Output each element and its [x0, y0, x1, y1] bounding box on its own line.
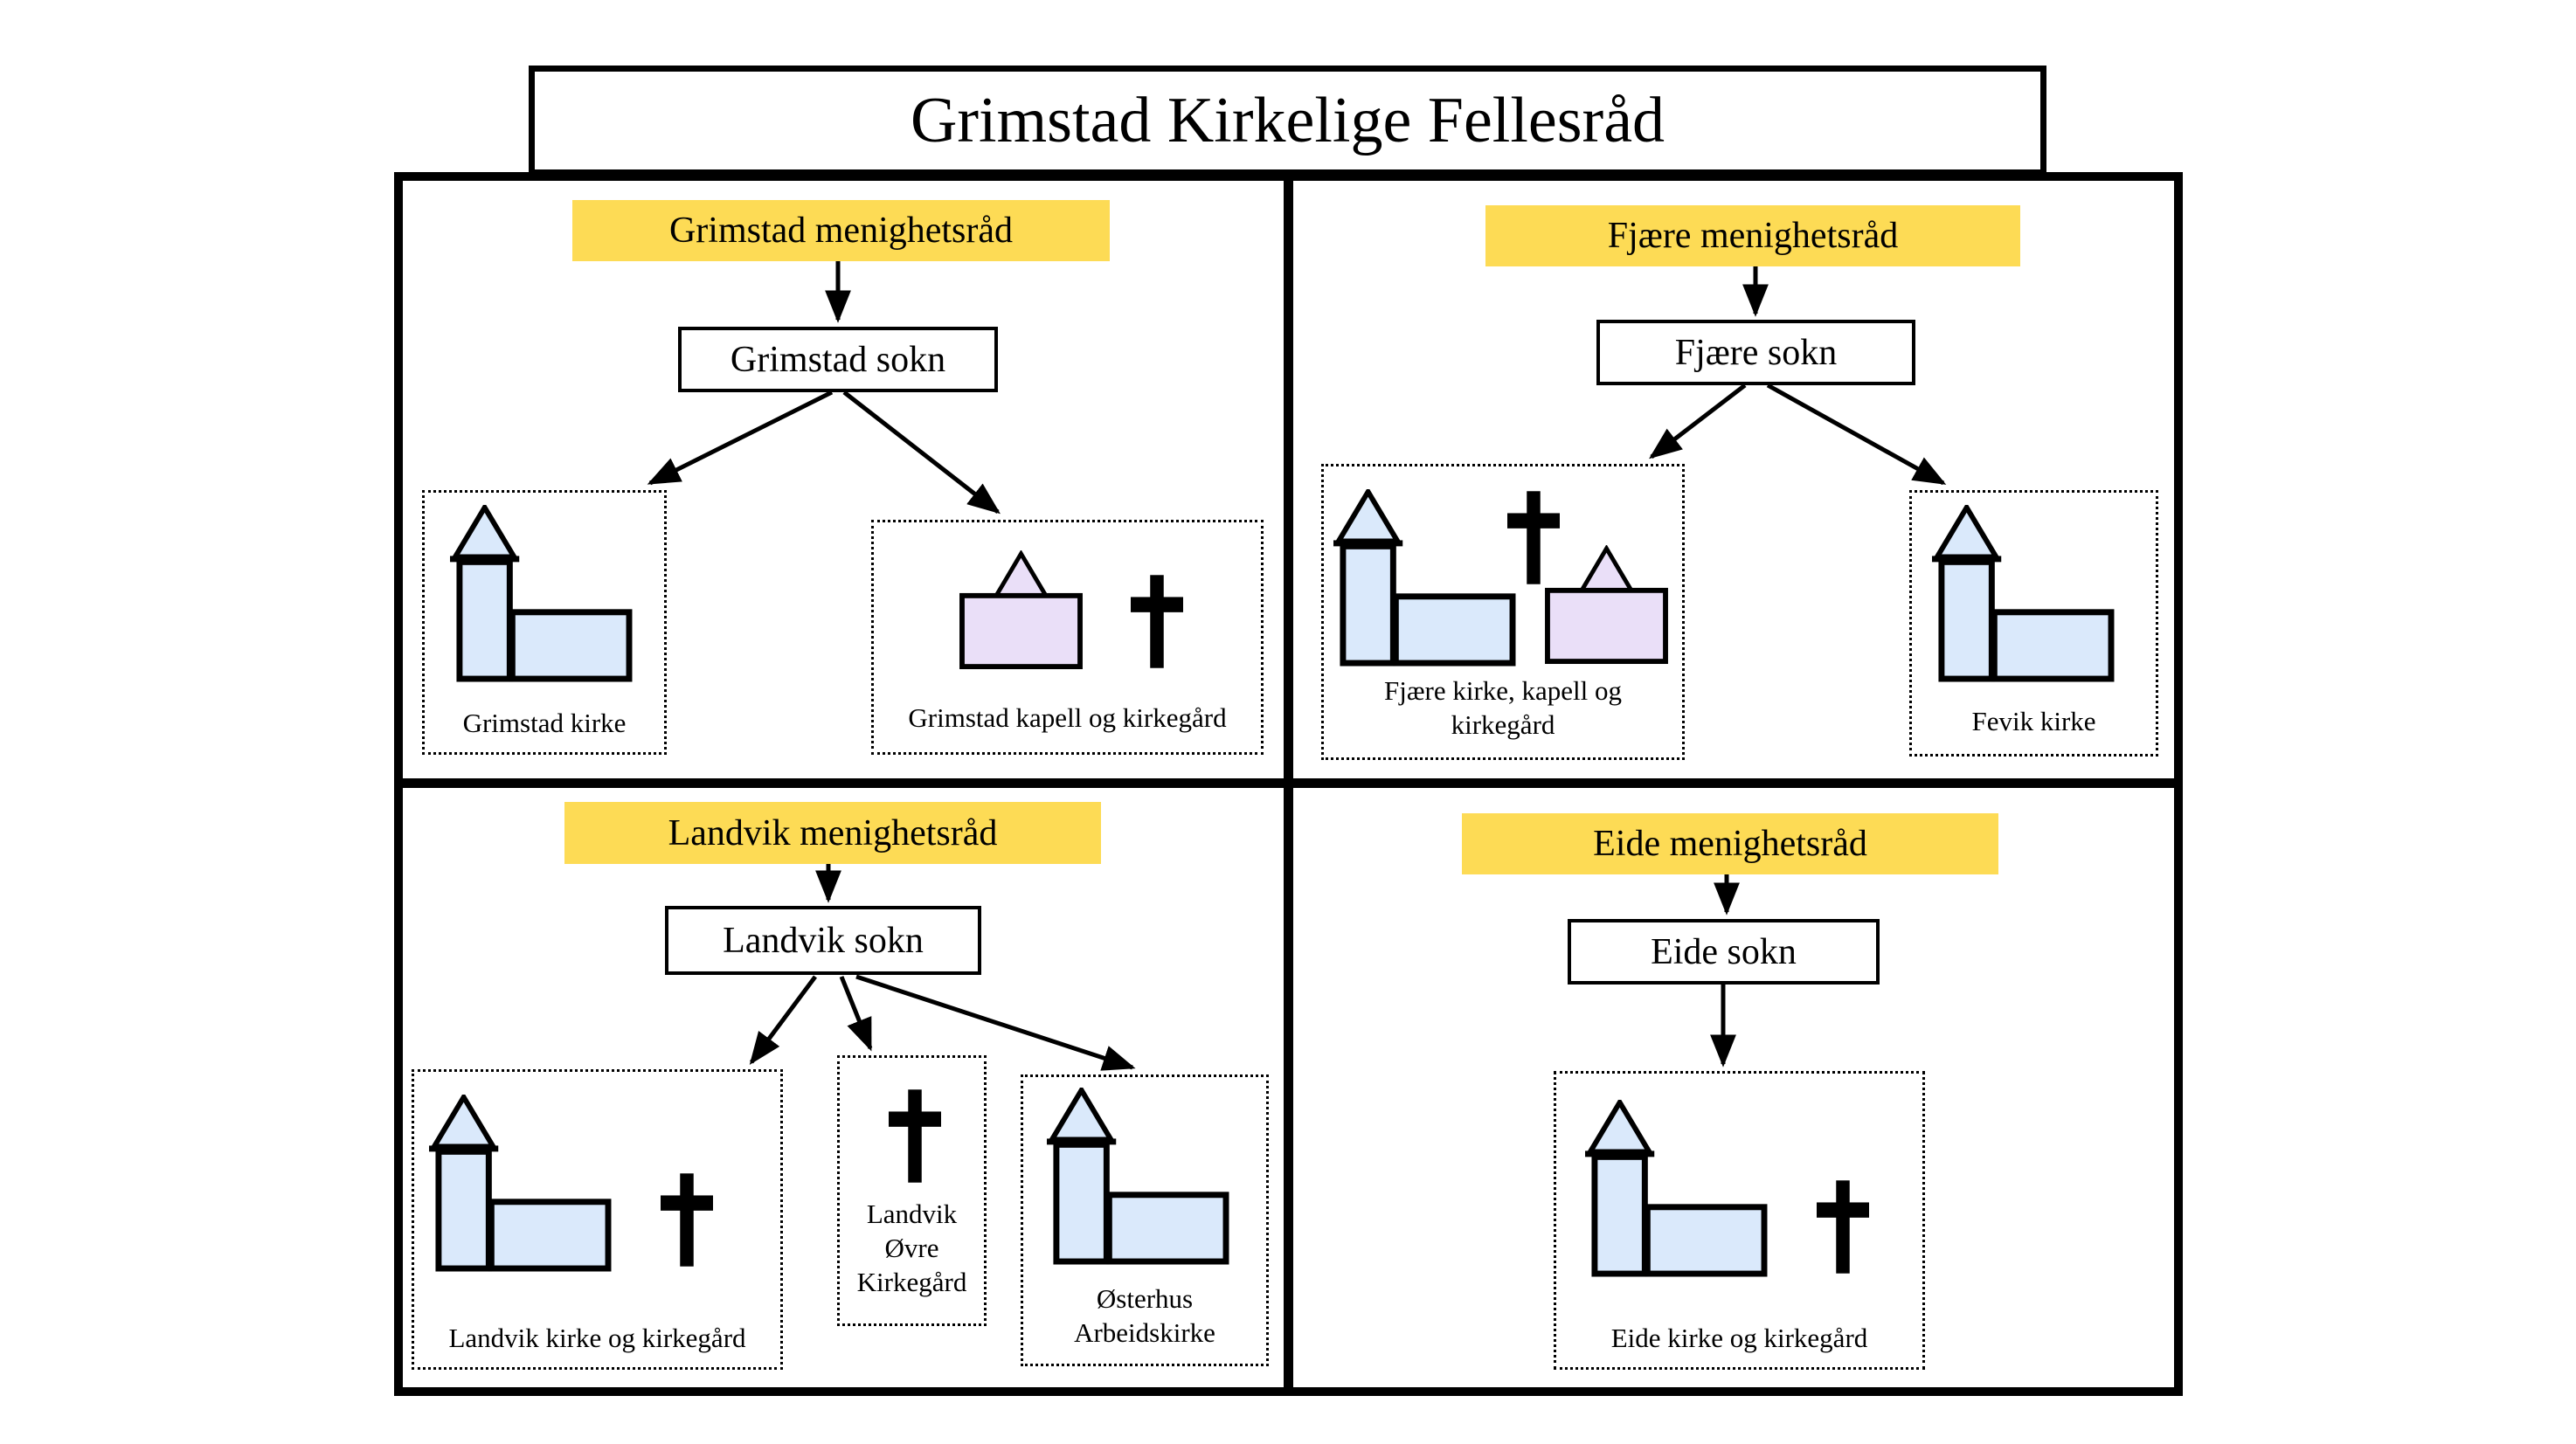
parish-box-fjaere: Fjære sokn: [1596, 320, 1915, 385]
council-banner-grimstad: Grimstad menighetsråd: [572, 200, 1110, 261]
site-label: Landvik kirke og kirkegård: [448, 1322, 746, 1353]
cross-icon: [889, 1089, 941, 1183]
horizontal-divider: [394, 778, 2183, 788]
chapel-icon: [959, 550, 1084, 670]
site-label: Grimstad kirke: [462, 707, 627, 738]
cross-icon: [1131, 575, 1183, 668]
site-label: Østerhus Arbeidskirke: [1074, 1282, 1215, 1348]
council-banner-fjaere: Fjære menighetsråd: [1485, 205, 2020, 266]
church-icon: [1046, 1088, 1229, 1266]
parish-box-eide: Eide sokn: [1568, 919, 1880, 985]
site-label: Fjære kirke, kapell og kirkegård: [1383, 674, 1623, 740]
diagram-title: Grimstad Kirkelige Fellesråd: [529, 66, 2046, 176]
site-label: Eide kirke og kirkegård: [1610, 1322, 1868, 1353]
parish-box-grimstad: Grimstad sokn: [678, 327, 998, 392]
church-icon: [428, 1095, 612, 1273]
chapel-icon: [1544, 545, 1669, 665]
site-box-grimstad-kirke: Grimstad kirke: [422, 490, 667, 755]
site-box-osterhus-arbeidskirke: Østerhus Arbeidskirke: [1021, 1074, 1269, 1366]
site-label: Landvik Øvre Kirkegård: [856, 1198, 967, 1297]
site-label: Grimstad kapell og kirkegård: [908, 701, 1227, 733]
site-label: Fevik kirke: [1971, 705, 2096, 736]
church-icon: [1584, 1100, 1768, 1278]
church-icon: [449, 505, 633, 683]
council-banner-landvik: Landvik menighetsråd: [564, 802, 1101, 864]
cross-icon: [661, 1173, 713, 1267]
site-box-grimstad-kapell: Grimstad kapell og kirkegård: [871, 520, 1264, 755]
site-box-fevik-kirke: Fevik kirke: [1909, 490, 2158, 757]
church-icon: [1931, 505, 2115, 683]
site-box-landvik-ovre-kirkegard: Landvik Øvre Kirkegård: [837, 1055, 987, 1326]
council-banner-eide: Eide menighetsråd: [1462, 813, 1998, 874]
site-box-fjaere-kirke: Fjære kirke, kapell og kirkegård: [1321, 464, 1685, 760]
parish-box-landvik: Landvik sokn: [665, 906, 981, 975]
church-icon: [1333, 489, 1516, 667]
site-box-eide-kirke: Eide kirke og kirkegård: [1554, 1071, 1925, 1370]
site-box-landvik-kirke: Landvik kirke og kirkegård: [412, 1069, 783, 1370]
cross-icon: [1817, 1180, 1869, 1274]
